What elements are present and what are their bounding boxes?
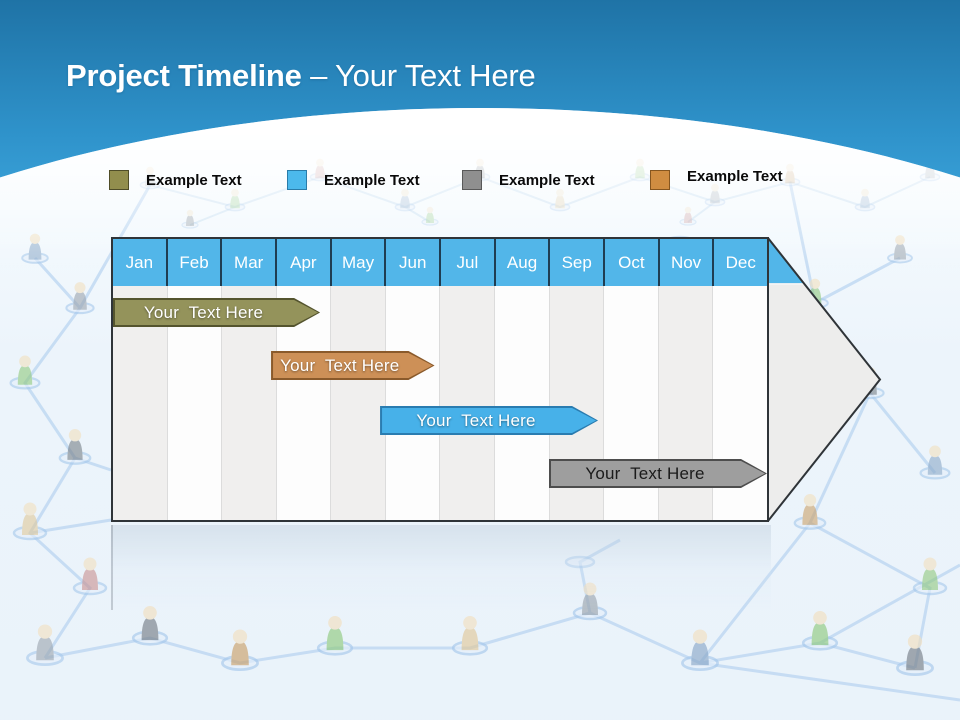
legend-label: Example Text <box>499 171 595 189</box>
timeline-bar-1: Your Text Here <box>113 298 320 327</box>
title-bold: Project Timeline <box>66 58 311 93</box>
timeline-bar-fill <box>115 300 318 325</box>
chart-arrowhead <box>767 237 882 522</box>
legend-item: Example Text <box>109 170 242 190</box>
legend-item: Example Text <box>287 170 420 190</box>
month-header-dec: Dec <box>714 239 768 286</box>
timeline-bar-fill <box>551 461 765 486</box>
timeline-bar-3: Your Text Here <box>380 406 598 435</box>
timeline-bar-label: Your Text Here <box>280 355 400 375</box>
timeline-bar-2: Your Text Here <box>271 351 435 380</box>
timeline-bar-label: Your Text Here <box>416 410 536 430</box>
month-column-may <box>331 286 386 520</box>
arrowhead-body <box>768 238 880 521</box>
timeline-bar-4: Your Text Here <box>549 459 767 488</box>
timeline-bar-fill <box>273 353 433 378</box>
legend-swatch <box>109 170 129 190</box>
legend-swatch <box>462 170 482 190</box>
network-node-ring <box>564 555 596 569</box>
legend-label: Example Text <box>324 171 420 189</box>
month-column-jun <box>385 286 441 520</box>
legend-item: Example Text <box>462 170 595 190</box>
slide-title: Project Timeline – Your Text Here <box>66 58 536 94</box>
month-header-oct: Oct <box>605 239 660 286</box>
legend-label: Example Text <box>146 171 242 189</box>
arrowhead-outline <box>767 237 882 522</box>
legend-swatch <box>287 170 307 190</box>
month-column-jul <box>440 286 496 520</box>
month-header-feb: Feb <box>167 239 223 286</box>
month-header-jul: Jul <box>441 239 496 286</box>
chart-reflection <box>111 525 771 610</box>
month-header-mar: Mar <box>222 239 278 286</box>
month-header-jan: Jan <box>113 239 168 286</box>
legend-label: Example Text <box>687 167 783 185</box>
title-light: – Your Text Here <box>310 58 536 93</box>
legend-item: Example Text <box>650 167 783 190</box>
month-header-apr: Apr <box>277 239 332 286</box>
month-header-may: May <box>331 239 387 286</box>
month-header-aug: Aug <box>495 239 551 286</box>
month-header-jun: Jun <box>386 239 442 286</box>
legend-swatch <box>650 170 670 190</box>
month-column-aug <box>495 286 550 520</box>
timeline-bar-label: Your Text Here <box>143 302 264 322</box>
timeline-bar-label: Your Text Here <box>585 463 705 483</box>
month-header-sep: Sep <box>550 239 606 286</box>
month-header-nov: Nov <box>659 239 715 286</box>
timeline-bar-fill <box>382 408 596 433</box>
